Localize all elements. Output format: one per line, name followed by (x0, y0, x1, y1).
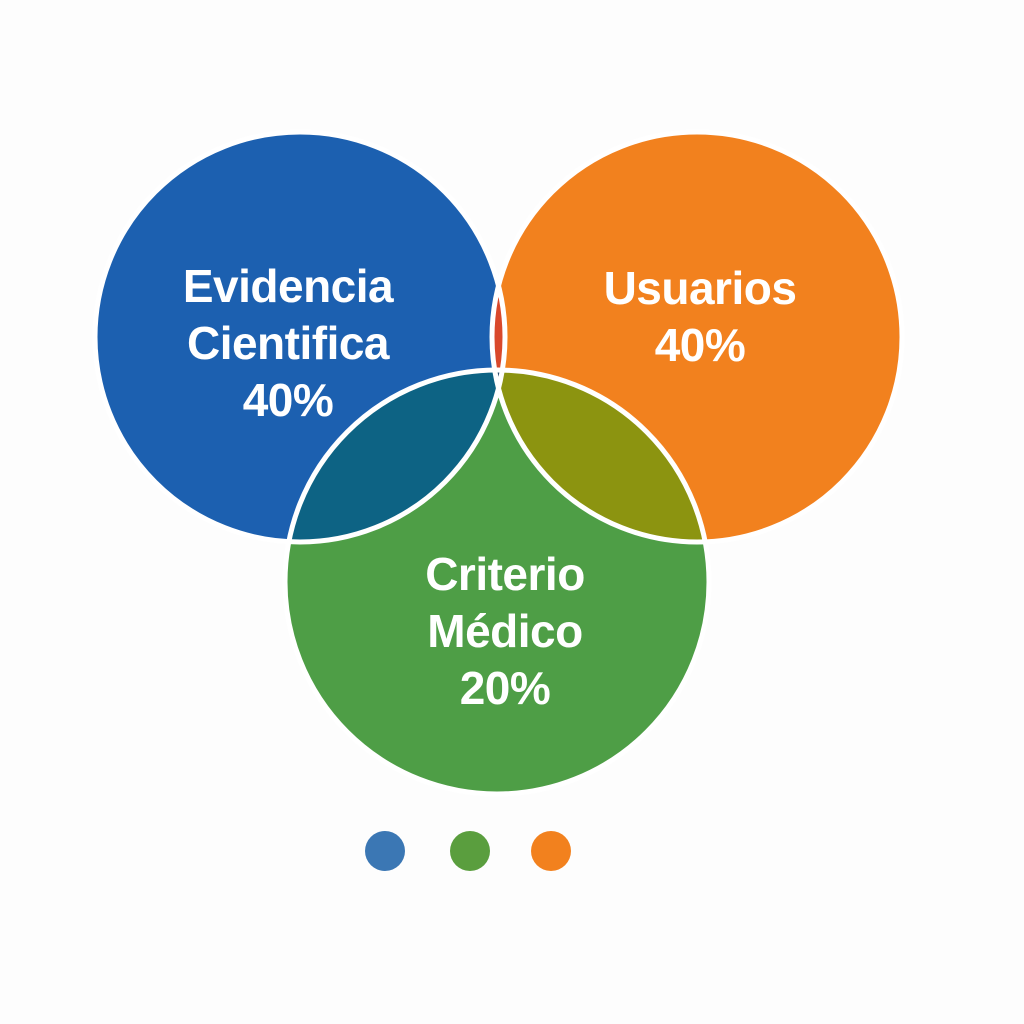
legend-dot-criterio[interactable] (450, 831, 490, 871)
legend (365, 831, 571, 871)
set-label-criterio: Criterio Médico 20% (425, 548, 585, 714)
set-value-usuarios: 40% (655, 319, 746, 371)
set-outline-usuarios (489, 129, 905, 545)
set-label-evidencia-line2: Cientifica (187, 317, 390, 369)
legend-dot-evidencia[interactable] (365, 831, 405, 871)
set-label-usuarios: Usuarios 40% (604, 262, 797, 371)
overlap-evidencia-criterio (285, 370, 505, 542)
set-label-evidencia: Evidencia Cientifica 40% (183, 260, 395, 426)
set-label-evidencia-line1: Evidencia (183, 260, 394, 312)
set-value-criterio: 20% (460, 662, 551, 714)
set-outline-criterio (282, 367, 712, 797)
set-label-criterio-line2: Médico (427, 605, 582, 657)
overlap-usuarios-criterio (492, 370, 709, 542)
set-label-usuarios-line1: Usuarios (604, 262, 797, 314)
set-outline-evidencia (92, 129, 508, 545)
set-label-criterio-line1: Criterio (425, 548, 585, 600)
legend-dot-usuarios[interactable] (531, 831, 571, 871)
set-value-evidencia: 40% (243, 374, 334, 426)
